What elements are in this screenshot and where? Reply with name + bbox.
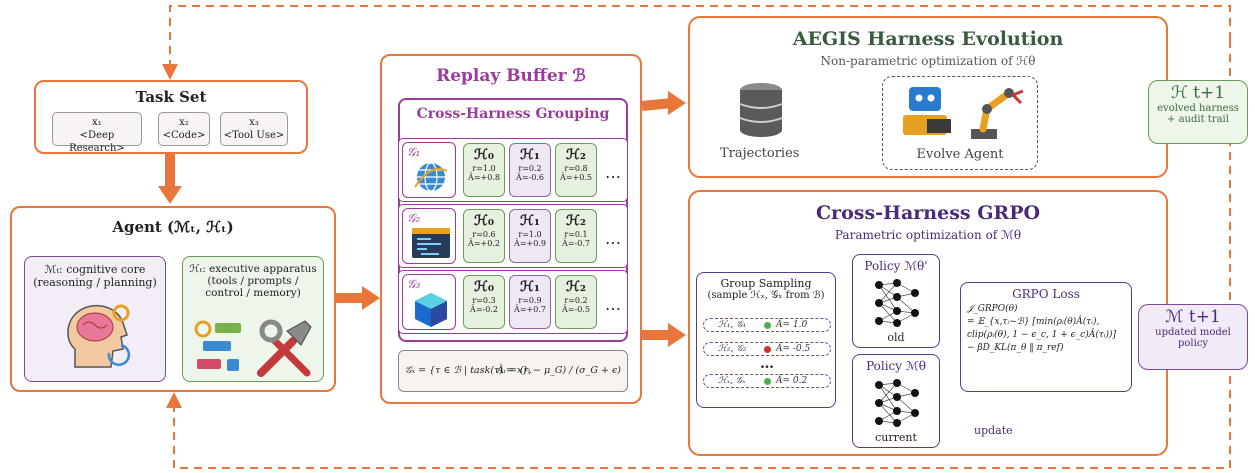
feedback-loop-top [162, 5, 1231, 80]
ellipsis: … [605, 229, 621, 248]
web-globe-icon: 𝒢₁ [402, 142, 456, 198]
policy-current-box: Policy ℳθ current [852, 354, 940, 448]
agent-title: Agent (ℳₜ, ℋₜ) [112, 218, 234, 236]
task-set-title: Task Set [135, 88, 207, 106]
reward-dot-icon [764, 378, 771, 385]
sampling-title: Group Sampling [720, 277, 812, 290]
grpo-loss-box: GRPO Loss 𝒥_GRPO(θ) = 𝔼_{x,τᵢ~ℬ} [min(ρᵢ… [960, 282, 1132, 392]
model-heading: ℳₜ: cognitive core [44, 263, 146, 276]
ellipsis: … [605, 163, 621, 182]
feedback-loop-side [166, 40, 1231, 469]
evolve-agent-box: Evolve Agent [882, 76, 1038, 170]
group-definition: 𝒢ₓ = {τ ∈ ℬ | task(τ) = x}, [405, 365, 532, 376]
model-output-title: ℳ t+1 [1165, 307, 1221, 327]
update-label: update [974, 424, 1013, 437]
reward-dot-icon [764, 346, 771, 353]
workflow-icon [194, 320, 241, 371]
sampling-subtitle: (sample ℋₓ, 𝒢ₓ from ℬ) [707, 290, 825, 301]
tools-icon [257, 319, 312, 377]
loss-line: = 𝔼_{x,τᵢ~ℬ} [min(ρᵢ(θ)Â(τᵢ), [967, 317, 1100, 327]
ellipsis: … [605, 295, 621, 314]
sample-ellipsis: … [760, 356, 774, 372]
harness-output-title: ℋ t+1 [1170, 83, 1226, 103]
policy-old-box: Policy ℳθ' old [852, 254, 940, 348]
robot-arm-icon [971, 88, 1024, 139]
neural-network-icon [875, 379, 919, 427]
aegis-panel: AEGIS Harness Evolution Non-parametric o… [688, 16, 1168, 178]
robot-icon [903, 87, 951, 135]
grpo-subtitle: Parametric optimization of ℳθ [834, 228, 1022, 242]
harness-box: ℋₜ: executive apparatus (tools / prompts… [182, 256, 324, 382]
evolve-agent-label: Evolve Agent [916, 147, 1004, 162]
grouping-formula: 𝒢ₓ = {τ ∈ ℬ | task(τ) = x}, Âᵢ = (rᵢ − μ… [398, 350, 628, 392]
loss-line: − βD_KL(π_θ ‖ π_ref) [967, 343, 1064, 353]
database-icon [739, 83, 783, 137]
buffer-to-aegis-arrow [641, 98, 673, 111]
agent-panel: Agent (ℳₜ, ℋₜ) ℳₜ: cognitive core (reaso… [10, 206, 336, 392]
model-output: ℳ t+1 updated model policy [1138, 304, 1248, 370]
reward-dot-icon [764, 322, 771, 329]
aegis-subtitle: Non-parametric optimization of ℋθ [820, 54, 1036, 68]
harness-heading: ℋₜ: executive apparatus [189, 263, 317, 275]
code-window-icon: 𝒢₂ [402, 208, 456, 264]
task-item: x₂ <Code> [158, 112, 210, 146]
loss-line: 𝒥_GRPO(θ) [967, 304, 1018, 314]
model-sub: (reasoning / planning) [33, 276, 157, 289]
harness-output: ℋ t+1 evolved harness + audit trail [1148, 80, 1248, 144]
advantage-formula: Âᵢ = (rᵢ − μ_G) / (σ_G + ϵ) [497, 365, 621, 376]
replay-buffer-title: Replay Buffer ℬ [436, 66, 586, 86]
model-box: ℳₜ: cognitive core (reasoning / planning… [24, 256, 166, 382]
brain-head-icon [67, 304, 131, 368]
task-item: x₁ <Deep Research> [52, 112, 142, 154]
neural-network-icon [875, 279, 919, 327]
cube-icon: 𝒢₃ [402, 274, 456, 330]
aegis-title: AEGIS Harness Evolution [792, 28, 1064, 50]
grouping-title: Cross-Harness Grouping [416, 106, 610, 122]
grpo-title: Cross-Harness GRPO [815, 202, 1041, 224]
task-item: x₃ <Tool Use> [220, 112, 288, 146]
group-sampling-box: Group Sampling (sample ℋₓ, 𝒢ₓ from ℬ) [696, 272, 836, 408]
loss-line: clip(ρᵢ(θ), 1 − ϵ_c, 1 + ϵ_c)Â(τᵢ))] [967, 330, 1117, 340]
trajectories-label: Trajectories [720, 146, 800, 161]
task-set-panel: Task Set x₁ <Deep Research> x₂ <Code> x₃… [34, 80, 308, 154]
loss-title: GRPO Loss [1012, 287, 1080, 301]
